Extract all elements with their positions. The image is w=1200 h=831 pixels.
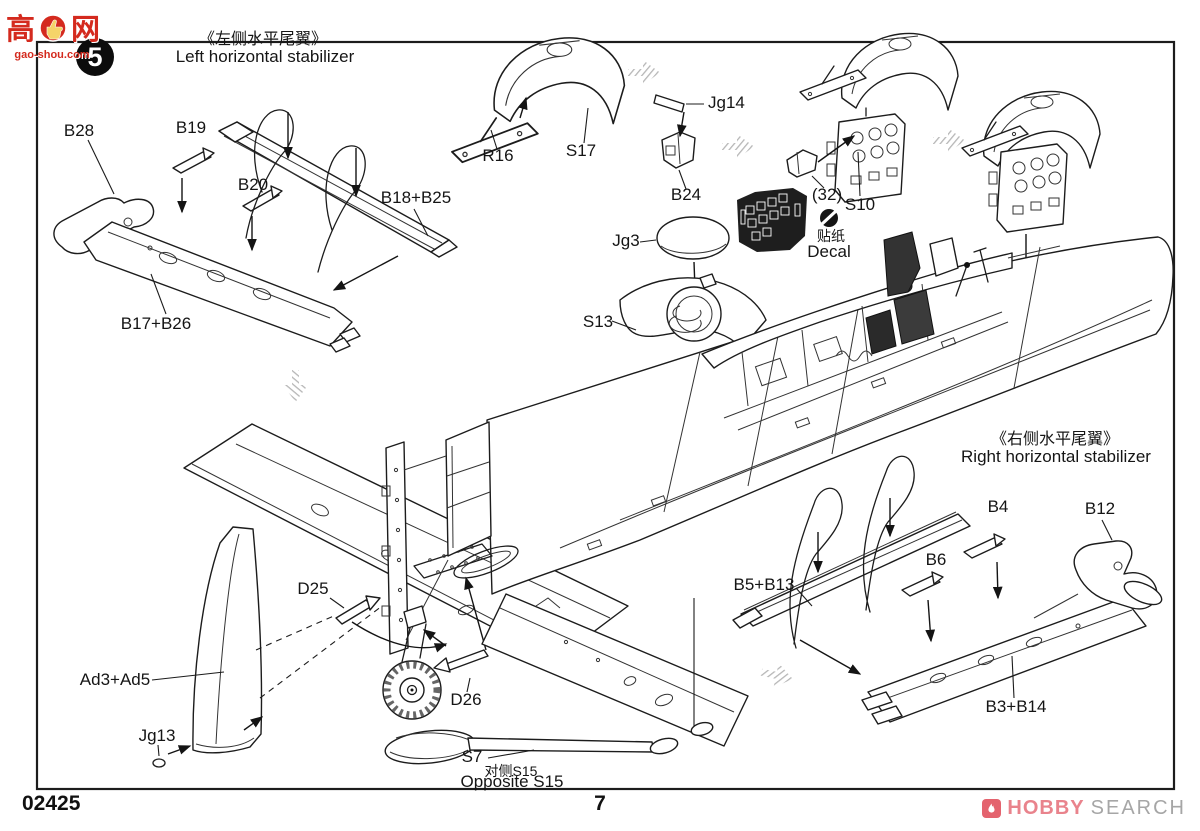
d25-d26-group — [335, 576, 489, 673]
label-opposite-cn: 对侧S15 — [485, 763, 538, 779]
label-b6: B6 — [926, 550, 947, 569]
label-decal-cn: 贴纸 — [817, 228, 845, 244]
left-title-cn: 《左侧水平尾翼》 — [199, 30, 327, 48]
label-s13: S13 — [583, 312, 613, 331]
label-s17: S17 — [566, 141, 596, 160]
flame-icon — [982, 799, 1002, 818]
jg3-s13-group — [619, 216, 769, 402]
right-arrow-icon — [933, 128, 965, 153]
part-labels: 《左侧水平尾翼》 Left horizontal stabilizer 《右侧水… — [64, 30, 1151, 791]
watermark-char-right: 网 — [71, 13, 101, 46]
right-title-cn: 《右侧水平尾翼》 — [991, 430, 1119, 448]
label-decal-en: Decal — [807, 242, 850, 261]
label-b4: B4 — [988, 497, 1009, 516]
logo-text-hobby: HOBBY — [1007, 797, 1085, 819]
label-b12: B12 — [1085, 499, 1115, 518]
right-arrow-icon — [722, 134, 754, 159]
logo-text-search: SEARCH — [1090, 797, 1186, 819]
page-number: 7 — [594, 792, 606, 815]
rudder-group — [152, 526, 383, 768]
right-stabilizer-group — [732, 455, 1163, 725]
label-r16: R16 — [482, 146, 513, 165]
label-b20: B20 — [238, 175, 268, 194]
s7-group — [384, 593, 749, 765]
label-d26: D26 — [450, 690, 481, 709]
leader-lines — [87, 103, 1113, 759]
label-b17-b26: B17+B26 — [121, 314, 191, 333]
canopy-cowl-group — [451, 37, 626, 164]
diagram-frame — [35, 40, 1176, 791]
down-arrow-icon — [283, 370, 308, 402]
label-d25: D25 — [297, 579, 328, 598]
hobby-search-logo: HOBBY SEARCH — [982, 797, 1186, 820]
left-stabilizer-group — [53, 109, 458, 353]
fuselage — [413, 231, 1174, 616]
label-opposite-en: Opposite S15 — [460, 772, 563, 791]
label-s10: S10 — [845, 195, 875, 214]
kit-number: 02425 — [22, 792, 81, 815]
label-jg14: Jg14 — [708, 93, 745, 112]
right-title-en: Right horizontal stabilizer — [961, 447, 1151, 466]
label-b19: B19 — [176, 118, 206, 137]
label-jg3: Jg3 — [612, 231, 639, 250]
watermark-domain: gao-shou.com — [14, 49, 90, 61]
jg14-b24-group — [653, 94, 696, 169]
thumbs-up-icon — [38, 12, 68, 48]
label-ad3-ad5: Ad3+Ad5 — [80, 670, 150, 689]
label-s7: S7 — [462, 747, 483, 766]
label-b5-b13: B5+B13 — [734, 575, 795, 594]
instrument-panel-decal-group — [737, 188, 838, 252]
engine-cowl-assemblies — [786, 32, 1101, 298]
label-b28: B28 — [64, 121, 94, 140]
step-number-badge: 5 — [76, 38, 114, 76]
right-arrow-icon — [628, 60, 660, 85]
label-jg13: Jg13 — [139, 726, 176, 745]
left-title-en: Left horizontal stabilizer — [176, 47, 355, 66]
label-b3-b14: B3+B14 — [986, 697, 1047, 716]
site-watermark: 高 网 gao-shou.com — [6, 12, 100, 61]
tail-group — [381, 421, 492, 720]
right-arrow-icon — [758, 660, 796, 692]
label-decal-count: (32) — [812, 185, 842, 204]
label-b24: B24 — [671, 185, 701, 204]
watermark-char-left: 高 — [6, 13, 36, 46]
label-b18-b25: B18+B25 — [381, 188, 451, 207]
